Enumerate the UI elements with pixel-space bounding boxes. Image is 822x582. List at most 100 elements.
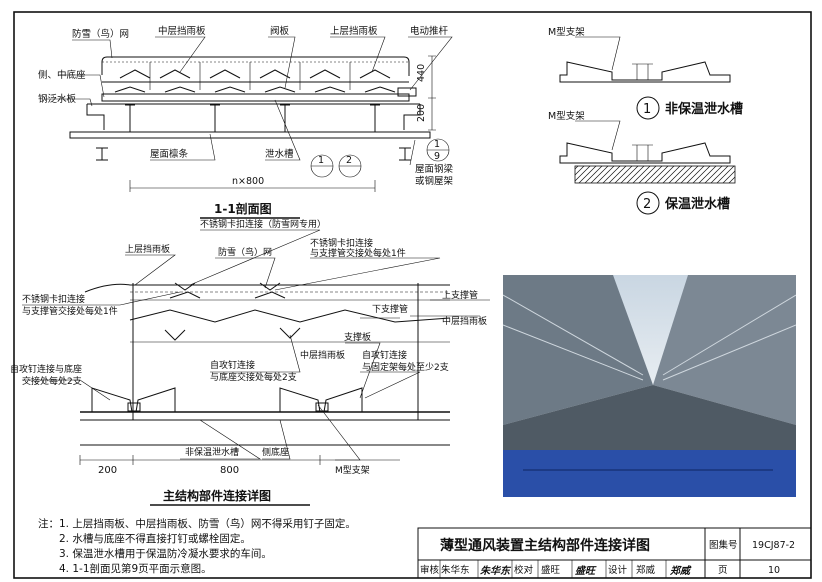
checker-name: 盛旺 xyxy=(541,564,561,576)
detail-clip-support-1: 不锈钢卡扣连接 xyxy=(310,237,373,249)
drain-2-leader xyxy=(575,120,621,151)
mid-baffle-zigzag xyxy=(119,69,391,79)
section-label-flashing: 钢泛水板 xyxy=(38,93,77,105)
detail-side-base: 侧底座 xyxy=(262,446,289,458)
beam-ends xyxy=(96,147,411,161)
bracket-center xyxy=(279,387,363,413)
drain-2-body xyxy=(559,142,731,164)
note-2: 2. 水槽与底座不得直接打钉或螺栓固定。 xyxy=(59,533,251,545)
drain-2-insulation xyxy=(574,165,736,184)
detail-mid-baffle-r: 中层挡雨板 xyxy=(442,315,487,327)
review-label: 审核 xyxy=(420,564,440,576)
note-4: 4. 1-1剖面见第9页平面示意图。 xyxy=(59,563,212,575)
detail-screw-base-2: 与底座交接处每处2支 xyxy=(210,371,297,383)
section-1-1 xyxy=(45,36,453,219)
detail-clip-left-2: 与支撑管交接处每处1件 xyxy=(22,305,118,317)
check-label: 校对 xyxy=(514,564,534,576)
atlas-number: 19CJ87-2 xyxy=(752,540,795,551)
checker-signature: 盛旺 xyxy=(575,565,597,577)
device-photo xyxy=(503,275,796,497)
valve-boards xyxy=(114,86,396,93)
bracket-center-tab xyxy=(315,402,329,412)
drain-type-1 xyxy=(559,36,731,120)
sheet-border xyxy=(13,11,812,579)
page-label: 页 xyxy=(718,565,728,576)
bracket-left xyxy=(91,387,176,413)
detail-screw-fix-1: 自攻钉连接 xyxy=(362,349,407,361)
detail-clip-left-1: 不锈钢卡扣连接 xyxy=(22,293,85,305)
drain-1-m-label: M型支架 xyxy=(548,26,585,38)
title-block-frame xyxy=(417,527,812,579)
detail-screw-base-1: 自攻钉连接 xyxy=(210,359,255,371)
reviewer-signature: 朱华东 xyxy=(480,565,512,577)
clip-upper-2 xyxy=(254,282,286,299)
detail-screw-left-2: 交接处每处2支 xyxy=(22,375,82,387)
section-leaders xyxy=(45,36,453,166)
dim-span-text: n×800 xyxy=(232,176,264,187)
drain-2-label: 保温泄水槽 xyxy=(664,196,730,212)
mid-baffle-line xyxy=(129,309,451,323)
drain-2-num: 2 xyxy=(643,197,651,212)
detail-clip-snow: 不锈钢卡扣连接（防雪网专用） xyxy=(200,218,326,230)
section-label-mid-baffle: 中层挡雨板 xyxy=(158,25,206,37)
note-1: 注：1. 上层挡雨板、中层挡雨板、防雪（鸟）网不得采用钉子固定。 xyxy=(38,517,356,532)
notes: 注：1. 上层挡雨板、中层挡雨板、防雪（鸟）网不得采用钉子固定。 2. 水槽与底… xyxy=(38,517,356,577)
snow-net-frame xyxy=(101,56,410,76)
section-label-valve: 阀板 xyxy=(270,25,290,37)
detail-dim-800: 800 xyxy=(220,465,239,476)
detail-lower-pipe: 下支撑管 xyxy=(372,303,408,315)
detail-clip-support-2: 与支撑管交接处每处1件 xyxy=(310,247,406,259)
section-label-snow-net: 防雪（鸟）网 xyxy=(72,28,129,40)
detail-upper-baffle: 上层挡雨板 xyxy=(125,243,170,255)
designer-signature: 郑威 xyxy=(669,565,692,577)
detail-dim-200: 200 xyxy=(98,465,117,476)
section-title: 1-1剖面图 xyxy=(214,201,272,216)
section-label-upper-baffle: 上层挡雨板 xyxy=(330,25,378,37)
drain-1-bracket xyxy=(632,63,653,80)
section-label-drain: 泄水槽 xyxy=(265,148,294,160)
callout-2-num: 2 xyxy=(346,155,352,166)
section-label-purlin: 屋面檩条 xyxy=(150,148,189,160)
section-label-actuator: 电动推杆 xyxy=(410,25,449,37)
purlins xyxy=(125,104,380,133)
drain-2-bracket xyxy=(632,144,653,161)
drain-type-2 xyxy=(559,120,736,215)
design-label: 设计 xyxy=(608,564,628,576)
drain-1-leader xyxy=(575,36,621,71)
page-number: 10 xyxy=(768,565,780,576)
detail-leaders xyxy=(22,229,490,461)
bracket-left-tab xyxy=(127,402,141,412)
detail-m-bracket: M型支架 xyxy=(335,464,370,476)
device-photo-art xyxy=(503,275,796,497)
callout-1 xyxy=(310,154,334,178)
detail-drawing xyxy=(22,229,490,506)
roof-beam xyxy=(69,131,431,139)
drain-1-circle xyxy=(636,96,660,120)
detail-title: 主结构部件连接详图 xyxy=(163,488,271,503)
detail-bracket: 支撑板 xyxy=(344,331,371,343)
callout-2 xyxy=(338,154,362,178)
detail-screw-left-1: 自攻钉连接与底座 xyxy=(10,363,82,375)
detail-snow-net: 防雪（鸟）网 xyxy=(218,246,272,258)
atlas-label: 图集号 xyxy=(709,539,738,551)
note-1-text: 1. 上层挡雨板、中层挡雨板、防雪（鸟）网不得采用钉子固定。 xyxy=(59,518,356,530)
drain-2-m-label: M型支架 xyxy=(548,110,585,122)
notes-prefix: 注： xyxy=(38,518,59,530)
title-block-title: 薄型通风装置主结构部件连接详图 xyxy=(440,537,650,554)
section-label-side-mid-base: 侧、中底座 xyxy=(38,69,86,81)
detail-non-insul: 非保温泄水槽 xyxy=(185,446,239,458)
base-rail xyxy=(101,93,410,102)
drain-1-label: 非保温泄水槽 xyxy=(665,101,743,117)
dim-vertical xyxy=(428,55,436,131)
flashing-ends xyxy=(86,104,421,130)
section-label-roof-beam-2: 或钢屋架 xyxy=(415,175,454,187)
detail-screw-fix-2: 与固定架每处至少2支 xyxy=(362,361,449,373)
callout-1-9 xyxy=(426,138,450,162)
actuator-box xyxy=(397,87,417,97)
dim-span xyxy=(129,180,376,192)
reviewer-name: 朱华东 xyxy=(441,564,470,576)
detail-upper-pipe: 上支撑管 xyxy=(442,289,478,301)
detail-dim-line xyxy=(79,455,400,465)
dim-440: 440 xyxy=(416,64,427,82)
callout-3-den: 9 xyxy=(434,151,440,162)
